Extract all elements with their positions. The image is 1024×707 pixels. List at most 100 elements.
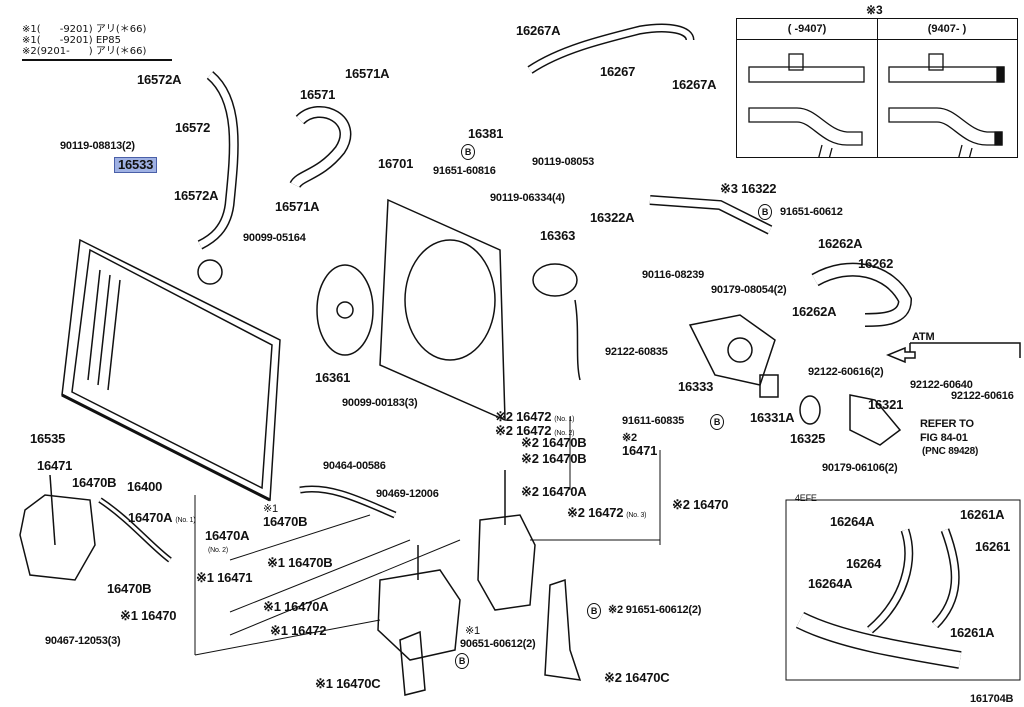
refer-note-link[interactable]: FIG 84-01 [920,432,968,444]
part-label[interactable]: ※1 16470C [315,676,381,691]
part-label[interactable]: 16471 [622,443,658,458]
part-label[interactable]: 16264A [808,576,853,591]
part-label-highlighted[interactable]: 16533 [114,157,158,173]
applicability-legend: ※1( -9201) アリ(＊66) ※1( -9201) EP85 ※2(92… [22,24,172,61]
part-label[interactable]: ※2 91651-60612(2) [608,604,702,616]
part-label[interactable]: 90116-08239 [642,269,705,281]
legend-line: ※1( -9201) EP85 [22,35,121,46]
part-label[interactable]: ※2 16472(No. 1) [495,410,574,427]
legend-divider [22,59,172,61]
part-label[interactable]: ※2 16472(No. 2) [495,424,574,441]
part-label[interactable]: 16470A [205,528,250,543]
part-label[interactable]: 16572A [174,188,219,203]
part-label[interactable]: 16572A [137,72,182,87]
part-label[interactable]: 90099-00183(3) [342,397,418,409]
fan-shroud-drawing [316,198,506,422]
bolt-b-marker: B [455,653,469,669]
part-label[interactable]: 90464-00586 [323,460,386,472]
part-label[interactable]: 16471 [37,458,73,473]
part-label[interactable]: 16261A [950,625,995,640]
part-label[interactable]: 16400 [127,479,163,494]
part-label[interactable]: 90119-08813(2) [60,140,135,152]
part-label[interactable]: 16264A [830,514,875,529]
part-label[interactable]: ※2 16472(No. 3) [567,506,646,523]
part-label[interactable]: ※2 16470B [521,435,587,450]
part-number: 16470A [128,510,173,525]
part-label[interactable]: 16261A [960,507,1005,522]
part-label[interactable]: 90651-60612(2) [460,638,536,650]
part-label[interactable]: 92122-60616(2) [808,366,884,378]
refer-note: (PNC 89428) [922,446,979,457]
part-label[interactable]: 16321 [868,397,904,412]
inset-column-late: (9407- ) [877,19,1017,175]
part-label[interactable]: ※3 16322 [720,181,777,196]
part-label[interactable]: ※2 16470C [604,670,670,685]
part-label[interactable]: 16381 [468,126,504,141]
part-label[interactable]: 90119-06334(4) [490,192,565,204]
part-label[interactable]: 16470B [263,514,308,529]
part-label[interactable]: ※2 16470B [521,451,587,466]
part-sub-label: (No. 2) [554,430,575,437]
part-note: ※1 [465,625,480,637]
part-label[interactable]: 91651-60816 [433,165,496,177]
part-label[interactable]: 90467-12053(3) [45,635,121,647]
legend-line: ※1( -9201) アリ(＊66) [22,24,147,35]
part-label[interactable]: 16262A [818,236,863,251]
legend-line: ※2(9201- ) アリ(＊66) [22,46,147,57]
part-label[interactable]: 16267A [672,77,717,92]
part-label[interactable]: 90099-05164 [243,232,306,244]
part-label[interactable]: ※1 16470B [267,555,333,570]
part-label[interactable]: 16267 [600,64,636,79]
part-label[interactable]: 91651-60612 [780,206,843,218]
pipe-variant-drawing [748,53,865,175]
part-label[interactable]: 92122-60616 [951,390,1014,402]
part-sub-label: (No. 1) [554,416,575,423]
bolt-b-marker: B [710,414,724,430]
part-label[interactable]: ※2 16470A [521,484,587,499]
part-label[interactable]: 16535 [30,431,66,446]
part-label[interactable]: ※1 16470 [120,608,177,623]
part-label[interactable]: 91611-60835 [622,415,685,427]
part-label[interactable]: 90179-06106(2) [822,462,898,474]
part-note: ※1 [263,503,278,515]
part-label[interactable]: 16470B [107,581,152,596]
part-label[interactable]: 16363 [540,228,576,243]
inset-variant-table: ( -9407) (9407- ) [736,18,1018,175]
part-label[interactable]: 16325 [790,431,826,446]
inset-title: ※3 [866,3,883,17]
inset-column-early: ( -9407) [737,19,878,175]
part-number: ※2 16472 [495,423,552,438]
bolt-b-marker: B [461,144,475,160]
part-label[interactable]: 90469-12006 [376,488,439,500]
part-label[interactable]: 16571 [300,87,336,102]
part-label[interactable]: 16571A [345,66,390,81]
part-label[interactable]: 90179-08054(2) [711,284,787,296]
bolt-b-marker: B [587,603,601,619]
part-label[interactable]: 16701 [378,156,414,171]
part-label[interactable]: 16333 [678,379,714,394]
engine-variant-label: 4EFE [795,493,817,503]
part-label[interactable]: 16331A [750,410,795,425]
part-label[interactable]: ※1 16471 [196,570,253,585]
part-label[interactable]: 16572 [175,120,211,135]
part-sub-label: (No. 3) [626,512,647,519]
part-label[interactable]: 16470B [72,475,117,490]
part-label[interactable]: ※1 16472 [270,623,327,638]
part-label[interactable]: 16262A [792,304,837,319]
part-label[interactable]: 16262 [858,256,894,271]
part-label[interactable]: 16264 [846,556,882,571]
part-label[interactable]: 16267A [516,23,561,38]
atm-label: ATM [912,331,935,343]
part-label[interactable]: ※2 16470 [672,497,729,512]
part-label[interactable]: 16322A [590,210,635,225]
part-label[interactable]: ※1 16470A [263,599,329,614]
part-label[interactable]: 16361 [315,370,351,385]
part-label[interactable]: 92122-60835 [605,346,668,358]
part-label[interactable]: 16261 [975,539,1011,554]
part-label[interactable]: 16571A [275,199,320,214]
part-label[interactable]: 16470A(No. 1) [128,510,196,528]
part-label[interactable]: 90119-08053 [532,156,595,168]
part-label[interactable]: 92122-60640 [910,379,973,391]
